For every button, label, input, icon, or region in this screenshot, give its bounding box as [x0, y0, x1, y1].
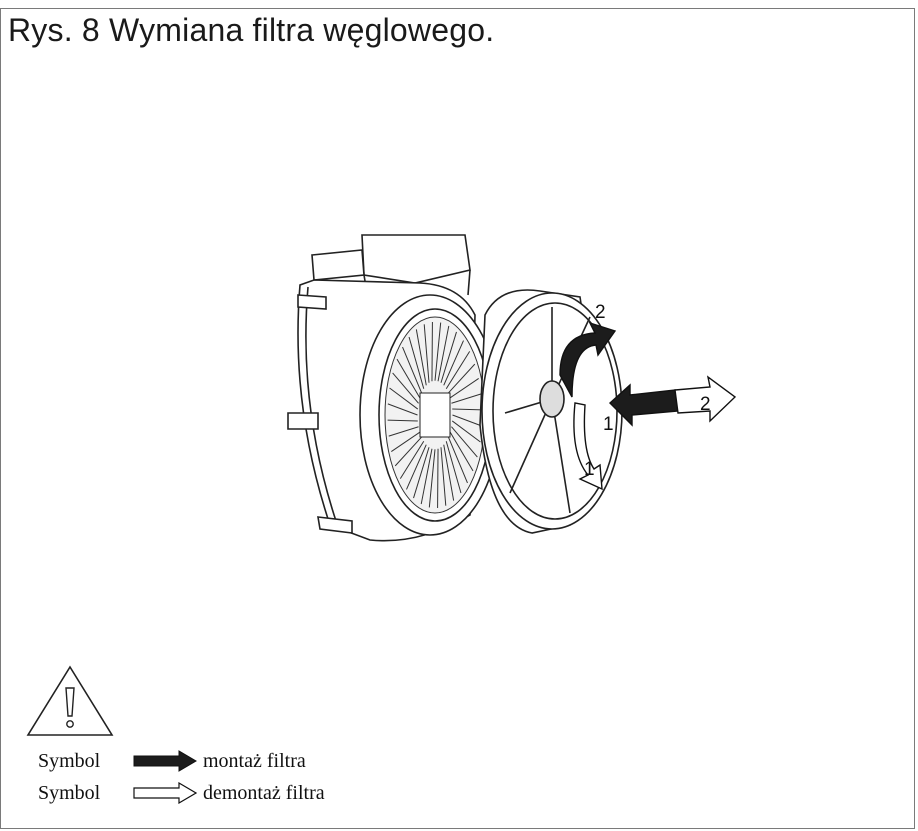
legend-row-remove: Symbol demontaż filtra — [38, 780, 325, 806]
legend-row-install: Symbol montaż filtra — [38, 748, 306, 774]
fan-blade — [406, 444, 427, 490]
fan-blade — [437, 325, 450, 382]
fan-blade — [445, 441, 462, 494]
fan-blade — [451, 393, 482, 404]
page-frame — [0, 8, 915, 829]
fan-blade — [420, 448, 433, 505]
figure-title: Rys. 8 Wymiana filtra węglowego. — [8, 12, 495, 48]
fan-blade — [451, 426, 478, 458]
fan-blade — [396, 358, 421, 399]
label-rotate-install: 2 — [595, 302, 606, 323]
fan-blade — [388, 426, 419, 437]
rotate-install-arrow — [559, 321, 617, 398]
white-arrow-icon — [133, 782, 197, 804]
fan-blade — [434, 322, 442, 381]
legend-symbol-word: Symbol — [38, 749, 101, 772]
fan-blade — [452, 408, 483, 411]
fan-wheel — [384, 316, 486, 514]
fan-blade — [448, 363, 476, 394]
warning-triangle-icon — [26, 665, 114, 736]
fan-blade — [394, 436, 422, 467]
fan-blade — [445, 351, 471, 389]
fan-blade — [415, 329, 427, 386]
fan-blade — [443, 444, 455, 501]
fan-blade — [392, 372, 419, 404]
fan-blade — [413, 447, 430, 499]
label-rotate-remove: 1 — [584, 459, 595, 480]
rotate-remove-arrow — [573, 402, 603, 491]
fan-blade — [452, 414, 483, 427]
fan-blade — [423, 324, 430, 383]
fan-blade — [440, 331, 457, 383]
fan-blade — [428, 449, 436, 508]
fan-blade — [449, 378, 479, 399]
pull-remove-arrow — [674, 375, 737, 423]
fan-blade — [389, 387, 419, 410]
legend-symbol-word: Symbol — [38, 781, 101, 804]
legend-text-install: montaż filtra — [203, 749, 306, 772]
label-push-install: 1 — [603, 414, 614, 435]
label-pull-remove: 2 — [700, 394, 711, 415]
fan-blade — [402, 346, 423, 394]
fan-blade — [443, 340, 464, 386]
legend-text-remove: demontaż filtra — [203, 781, 325, 804]
carbon-filter-illustration: 2 1 1 2 — [287, 234, 737, 542]
fan-blade — [451, 420, 481, 443]
black-arrow-icon — [133, 750, 197, 772]
fan-blade — [440, 447, 447, 506]
fan-blade — [391, 431, 421, 452]
fan-blade — [399, 441, 425, 479]
fan-blade — [387, 403, 418, 416]
fan-blade — [408, 336, 425, 389]
fan-blade — [447, 436, 468, 484]
fan-blade — [387, 419, 418, 422]
fan-blade — [449, 431, 474, 472]
